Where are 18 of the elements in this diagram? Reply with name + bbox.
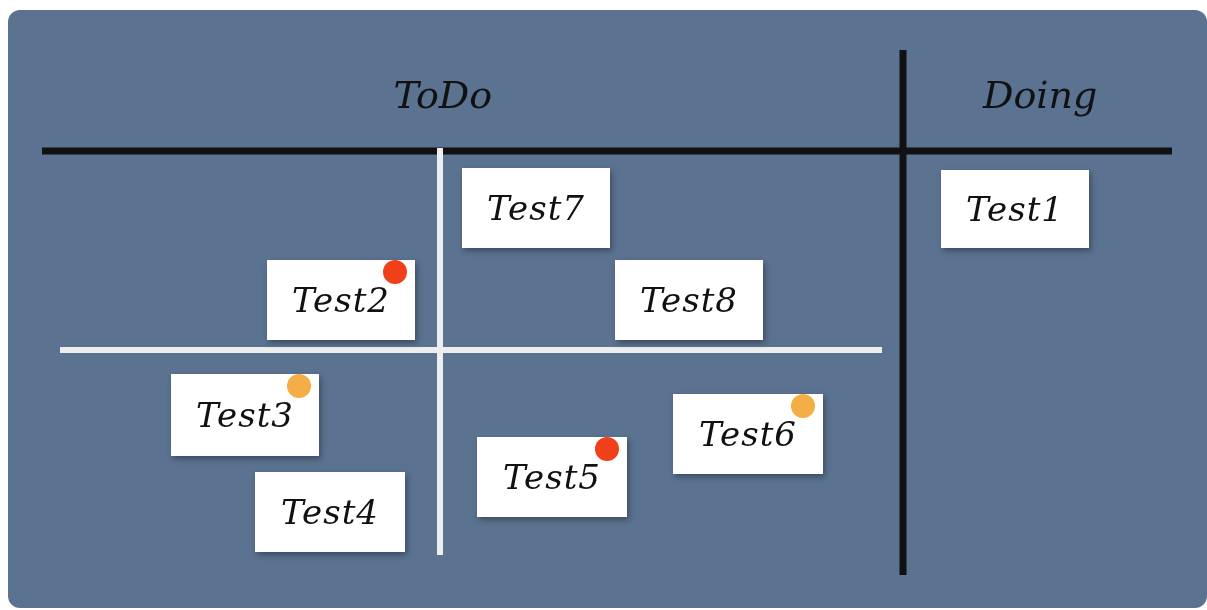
sticky-note (941, 170, 1089, 248)
column-header: ToDo (393, 73, 493, 117)
note-text: Test7 (487, 188, 585, 228)
sticky-note (171, 374, 319, 456)
sticky-note (462, 168, 610, 248)
note-text: Test3 (196, 395, 294, 435)
sticky-note (267, 260, 415, 340)
note-text: Test6 (699, 414, 797, 454)
note-text: Test8 (640, 280, 738, 320)
note-text: Test5 (503, 457, 601, 497)
note-text: Test4 (281, 492, 379, 532)
sticky-note (673, 394, 823, 474)
sticky-note (477, 437, 627, 517)
sticky-note (255, 472, 405, 552)
note-text: Test2 (292, 280, 390, 320)
sticky-note (615, 260, 763, 340)
note-text: Test1 (966, 189, 1064, 229)
column-header: Doing (983, 73, 1098, 117)
